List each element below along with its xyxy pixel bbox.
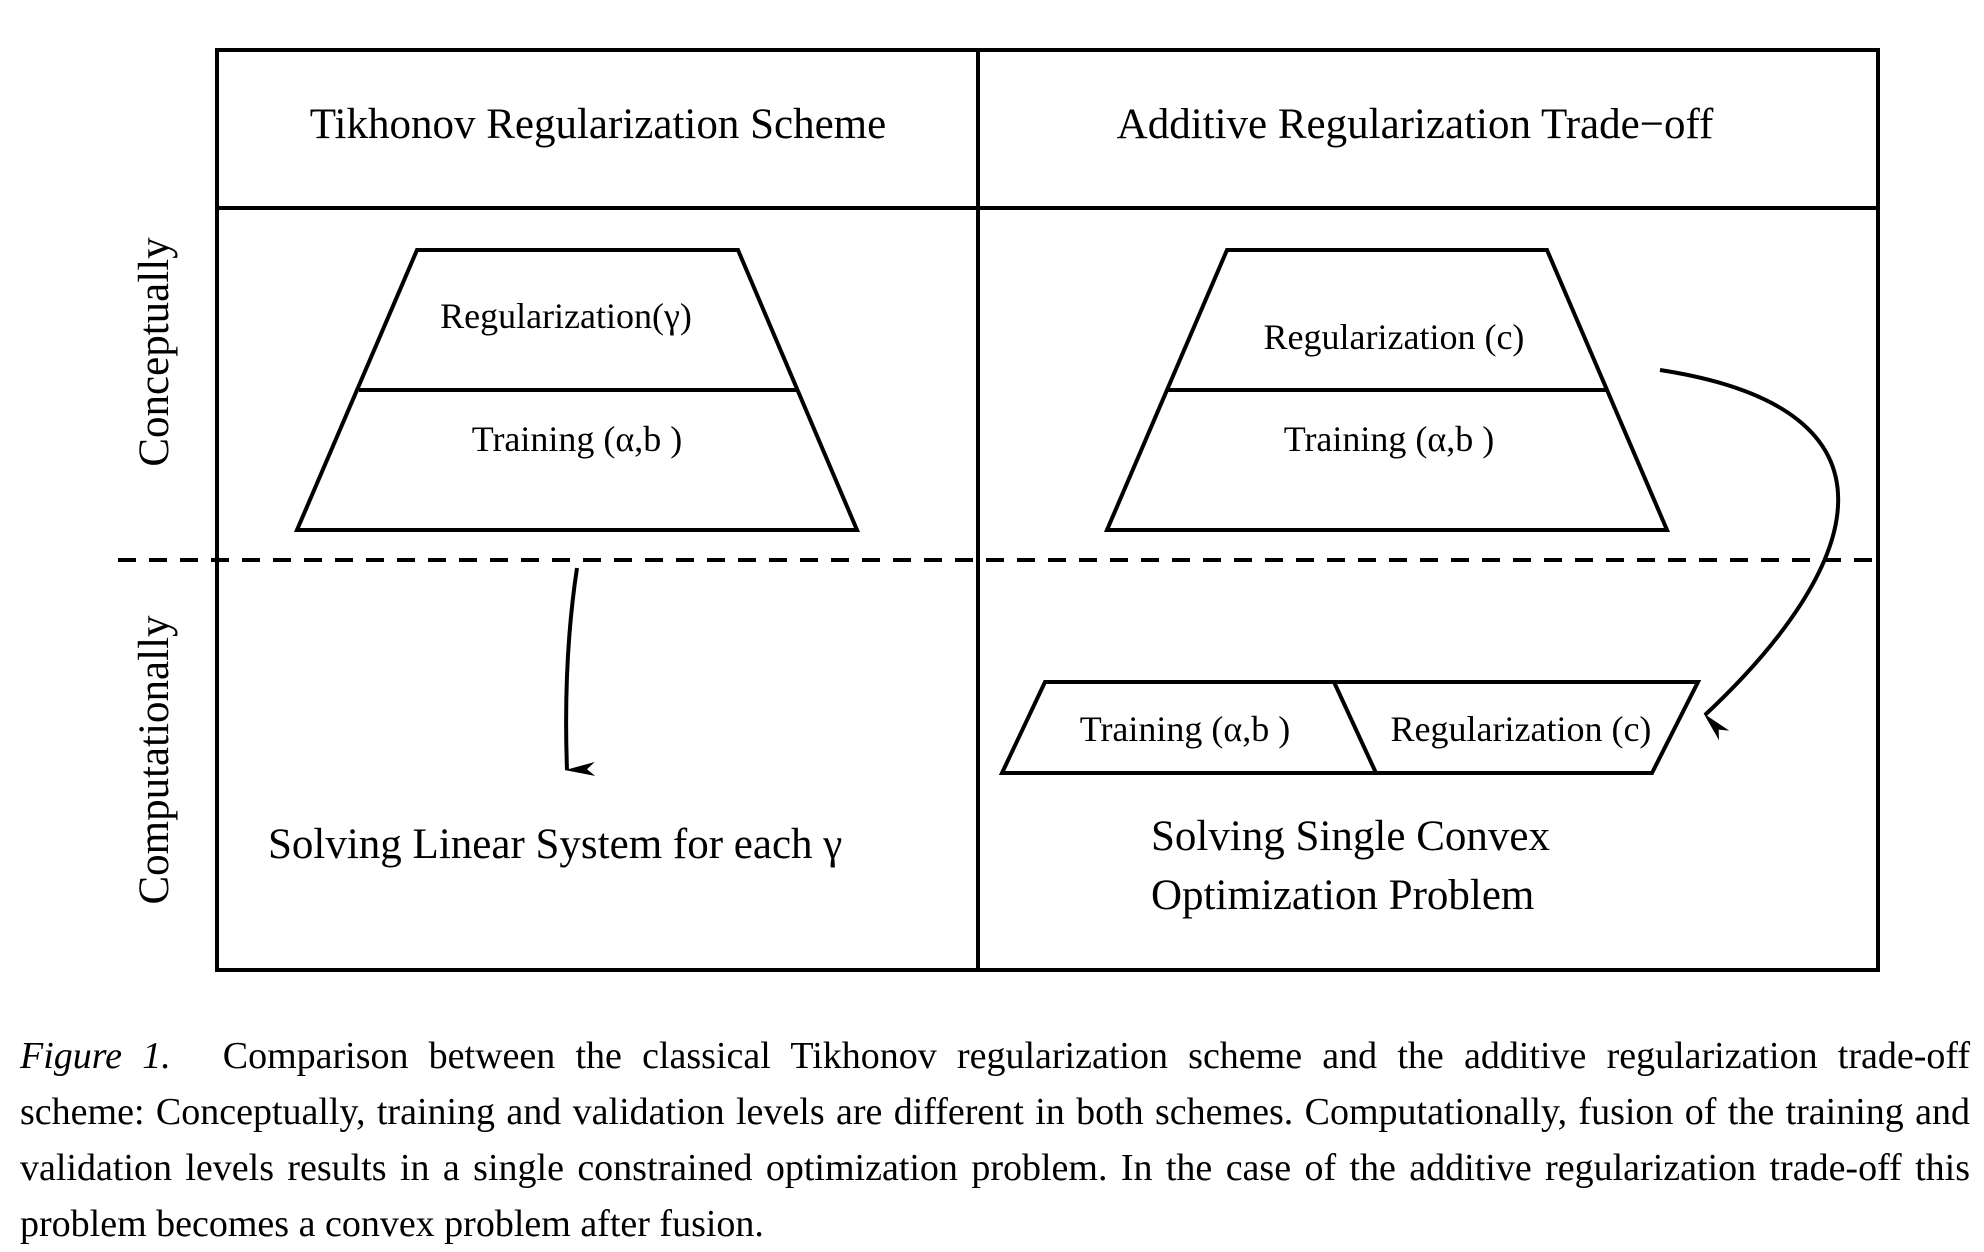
additive-trapezoid (1103, 248, 1671, 532)
fused-optimization-box (998, 680, 1702, 775)
additive-curved-arrow (1659, 368, 1841, 741)
fused-training-label: Training (α,b ) (1080, 709, 1291, 749)
tikhonov-trapezoid (293, 248, 861, 532)
diagram-canvas: Tikhonov Regularization Scheme Additive … (118, 48, 1880, 972)
tikhonov-training-label: Training (α,b ) (472, 419, 683, 459)
row-label-conceptually: Conceptually (131, 237, 178, 467)
convex-problem-line2: Optimization Problem (1151, 872, 1534, 919)
figure-caption: Figure 1.Comparison between the classica… (20, 1028, 1970, 1252)
convex-problem-line1: Solving Single Convex (1151, 813, 1550, 860)
left-column-header: Tikhonov Regularization Scheme (310, 101, 886, 148)
comparison-diagram: Tikhonov Regularization Scheme Additive … (118, 48, 1880, 972)
caption-text: Comparison between the classical Tikhono… (20, 1035, 1971, 1245)
right-column-header: Additive Regularization Trade−off (1117, 101, 1714, 148)
linear-system-label: Solving Linear System for each γ (268, 821, 842, 868)
tikhonov-regularization-label: Regularization(γ) (440, 296, 692, 336)
additive-training-label: Training (α,b ) (1284, 419, 1495, 459)
fused-regularization-label: Regularization (c) (1391, 709, 1652, 749)
row-label-computationally: Computationally (131, 615, 178, 905)
table-border (215, 48, 1880, 972)
caption-label: Figure 1. (20, 1035, 171, 1077)
tikhonov-arrow (564, 567, 596, 776)
additive-regularization-label: Regularization (c) (1264, 317, 1525, 357)
